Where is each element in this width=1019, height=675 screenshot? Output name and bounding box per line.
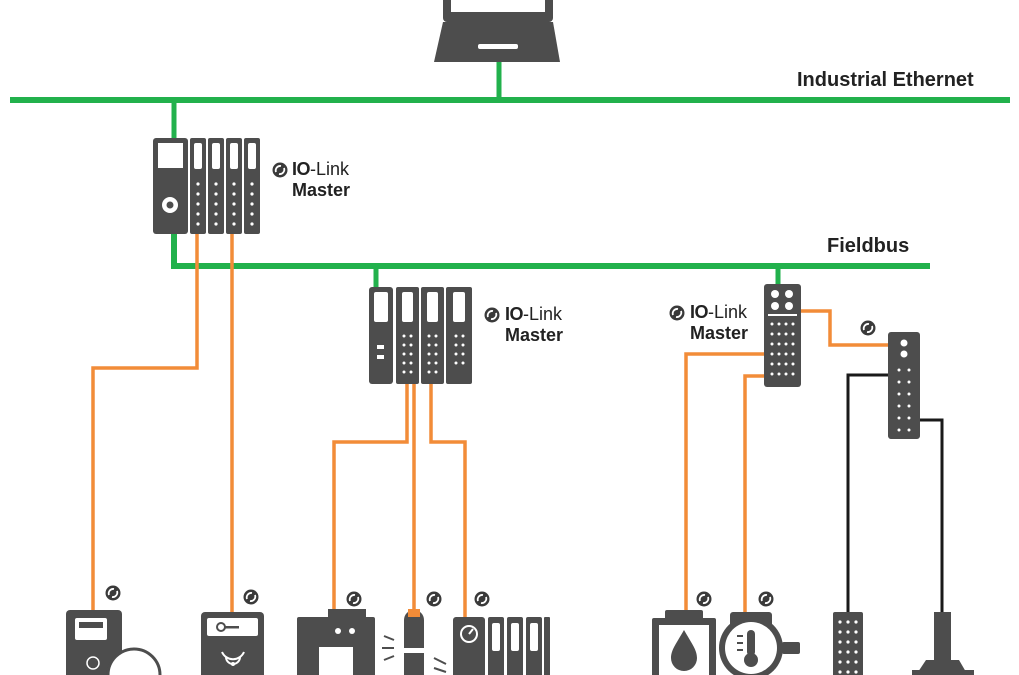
master-role-label: Master: [690, 323, 749, 343]
temperature-sensor-icon: [719, 612, 800, 675]
io-link-master-2-label: IO-Link Master: [505, 304, 563, 346]
industrial-ethernet-line: [10, 62, 1010, 140]
standard-cables: [846, 373, 944, 613]
rfid-reader-icon: [201, 612, 264, 675]
io-link-cables: [91, 234, 890, 617]
laptop-icon: [434, 0, 560, 62]
io-link-brand-rest: -Link: [310, 159, 350, 179]
io-link-brand-rest: -Link: [523, 304, 563, 324]
io-link-brand-bold: IO: [292, 159, 311, 179]
fieldbus-label: Fieldbus: [827, 235, 910, 257]
display-sensor-icon: [66, 610, 162, 675]
io-link-master-1: [153, 138, 260, 234]
inductive-sensor-icon: [912, 612, 974, 675]
io-link-brand-bold: IO: [690, 302, 709, 322]
io-link-logo-icon: [483, 306, 501, 324]
connector-block-icon: [833, 612, 863, 675]
master-role-label: Master: [505, 325, 564, 345]
io-link-hub: [888, 332, 920, 439]
io-link-brand-bold: IO: [505, 304, 524, 324]
io-link-logo-icon: [668, 304, 686, 322]
valve-terminal-icon: [453, 617, 550, 675]
io-link-master-1-label: IO-Link Master: [292, 159, 350, 201]
fieldbus-line: [171, 232, 930, 287]
io-link-brand-rest: -Link: [708, 302, 748, 322]
io-link-master-2: [369, 287, 472, 384]
io-link-logo-icon: [271, 161, 289, 179]
io-link-master-3-label: IO-Link Master: [690, 302, 748, 344]
photoelectric-sensor-icon: [382, 609, 447, 675]
io-link-master-3: [764, 284, 801, 387]
device-io-link-logos: [104, 584, 775, 608]
master-role-label: Master: [292, 180, 351, 200]
industrial-ethernet-label: Industrial Ethernet: [797, 69, 974, 91]
level-sensor-icon: [652, 610, 716, 675]
gripper-icon: [297, 609, 375, 675]
io-link-logo-icon: [859, 319, 877, 337]
